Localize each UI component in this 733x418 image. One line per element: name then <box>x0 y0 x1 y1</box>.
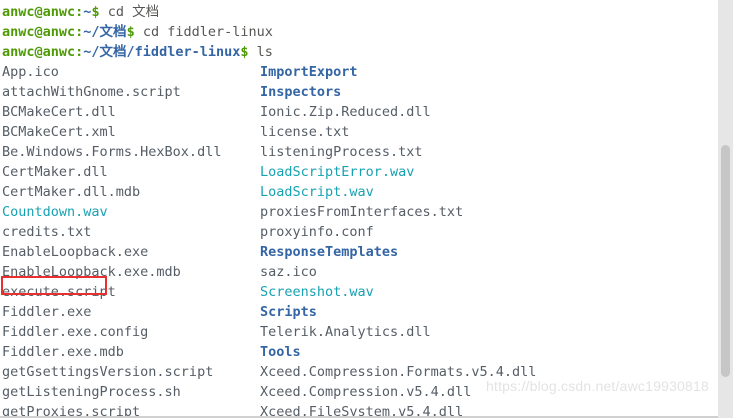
ls-entry[interactable]: Xceed.Compression.v5.4.dll <box>260 384 472 400</box>
command-space <box>248 44 256 60</box>
command-line: anwc@anwc:~$ cd 文档 <box>0 2 712 22</box>
ls-entry[interactable]: BCMakeCert.dll <box>2 104 116 120</box>
prompt-path: ~ <box>83 4 92 20</box>
ls-entry[interactable]: Tools <box>260 344 301 360</box>
ls-entry[interactable]: Screenshot.wav <box>260 284 374 300</box>
ls-entry[interactable]: EnableLoopback.exe.mdb <box>2 264 181 280</box>
ls-row: EnableLoopback.exe ResponseTemplates <box>0 242 712 262</box>
ls-entry[interactable]: saz.ico <box>260 264 317 280</box>
prompt-path: ~/文档/fiddler-linux <box>83 44 241 60</box>
ls-entry[interactable]: Inspectors <box>260 84 342 100</box>
ls-row: EnableLoopback.exe.mdb saz.ico <box>0 262 712 282</box>
scrollbar-thumb[interactable] <box>721 145 730 377</box>
ls-entry[interactable]: CertMaker.dll.mdb <box>2 184 141 200</box>
ls-entry[interactable]: ResponseTemplates <box>260 244 399 260</box>
ls-entry[interactable]: EnableLoopback.exe <box>2 244 149 260</box>
prompt-user-host: anwc@anwc <box>2 44 76 60</box>
prompt-user-host: anwc@anwc <box>2 24 76 40</box>
ls-entry[interactable]: BCMakeCert.xml <box>2 124 116 140</box>
ls-entry[interactable]: Xceed.Compression.Formats.v5.4.dll <box>260 364 537 380</box>
ls-output: App.ico ImportExport attachWithGnome.scrip… <box>0 62 712 418</box>
prompt-dollar: $ <box>91 4 100 20</box>
typed-command <box>100 4 108 20</box>
ls-row: getProxies.script Xceed.FileSystem.v5.4.d… <box>0 402 712 418</box>
ls-row: CertMaker.dll.mdb LoadScript.wav <box>0 182 712 202</box>
ls-entry[interactable]: proxiesFromInterfaces.txt <box>260 204 464 220</box>
ls-row: credits.txt proxyinfo.conf <box>0 222 712 242</box>
prompt-dollar: $ <box>240 44 249 60</box>
scrollbar[interactable] <box>718 0 733 418</box>
ls-row: Be.Windows.Forms.HexBox.dll listeningProc… <box>0 142 712 162</box>
ls-row: Countdown.wav proxiesFromInterfaces.txt <box>0 202 712 222</box>
ls-entry[interactable]: license.txt <box>260 124 350 140</box>
ls-entry[interactable]: credits.txt <box>2 224 92 240</box>
command-text: cd 文档 <box>107 4 160 20</box>
ls-entry[interactable]: App.ico <box>2 64 59 80</box>
ls-row: CertMaker.dll LoadScriptError.wav <box>0 162 712 182</box>
ls-row: getGsettingsVersion.script Xceed.Compress… <box>0 362 712 382</box>
prompt-separator: : <box>75 44 84 60</box>
command-line: anwc@anwc:~/文档$ cd fiddler-linux <box>0 22 712 42</box>
ls-entry[interactable]: listeningProcess.txt <box>260 144 423 160</box>
ls-entry[interactable]: Fiddler.exe.mdb <box>2 344 124 360</box>
ls-entry[interactable]: Scripts <box>260 304 317 320</box>
terminal-output: anwc@anwc:~$ cd 文档 anwc@anwc:~/文档$ cd fi… <box>0 2 712 418</box>
ls-row: attachWithGnome.script Inspectors <box>0 82 712 102</box>
prompt-line-1: anwc@anwc:~$ cd 文档 <box>2 2 159 22</box>
prompt-line-2: anwc@anwc:~/文档$ cd fiddler-linux <box>2 22 273 42</box>
prompt-line-3: anwc@anwc:~/文档/fiddler-linux$ ls <box>2 42 273 62</box>
ls-entry[interactable]: ImportExport <box>260 64 358 80</box>
command-text: cd fiddler-linux <box>142 24 273 40</box>
ls-entry[interactable]: Xceed.FileSystem.v5.4.dll <box>260 404 464 418</box>
ls-entry[interactable]: Fiddler.exe.config <box>2 324 149 340</box>
ls-row: getListeningProcess.sh Xceed.Compression.… <box>0 382 712 402</box>
ls-row: BCMakeCert.xml license.txt <box>0 122 712 142</box>
ls-entry[interactable]: LoadScript.wav <box>260 184 374 200</box>
prompt-separator: : <box>75 24 84 40</box>
ls-entry[interactable]: proxyinfo.conf <box>260 224 374 240</box>
watermark-text: https://blog.csdn.net/awc19930818 <box>486 378 709 394</box>
ls-entry[interactable]: getProxies.script <box>2 404 141 418</box>
ls-entry[interactable]: attachWithGnome.script <box>2 84 181 100</box>
ls-entry[interactable]: Telerik.Analytics.dll <box>260 324 431 340</box>
ls-row: Fiddler.exe Scripts <box>0 302 712 322</box>
prompt-separator: : <box>75 4 84 20</box>
ls-entry[interactable]: getGsettingsVersion.script <box>2 364 214 380</box>
ls-entry[interactable]: execute.script <box>2 284 116 300</box>
ls-row: execute.script Screenshot.wav <box>0 282 712 302</box>
ls-row: Fiddler.exe.config Telerik.Analytics.dll <box>0 322 712 342</box>
ls-entry[interactable]: Countdown.wav <box>2 204 108 220</box>
ls-entry[interactable]: Ionic.Zip.Reduced.dll <box>260 104 431 120</box>
command-text: ls <box>256 44 273 60</box>
command-space <box>135 24 143 40</box>
window-bottom-edge <box>0 416 718 418</box>
ls-entry[interactable]: Be.Windows.Forms.HexBox.dll <box>2 144 222 160</box>
ls-entry[interactable]: Fiddler.exe <box>2 304 92 320</box>
ls-row: App.ico ImportExport <box>0 62 712 82</box>
command-line: anwc@anwc:~/文档/fiddler-linux$ ls <box>0 42 712 62</box>
ls-entry[interactable]: getListeningProcess.sh <box>2 384 181 400</box>
prompt-dollar: $ <box>126 24 135 40</box>
ls-row: BCMakeCert.dll Ionic.Zip.Reduced.dll <box>0 102 712 122</box>
ls-entry[interactable]: CertMaker.dll <box>2 164 108 180</box>
ls-entry[interactable]: LoadScriptError.wav <box>260 164 415 180</box>
prompt-user-host: anwc@anwc <box>2 4 76 20</box>
ls-row: Fiddler.exe.mdb Tools <box>0 342 712 362</box>
prompt-path: ~/文档 <box>83 24 127 40</box>
